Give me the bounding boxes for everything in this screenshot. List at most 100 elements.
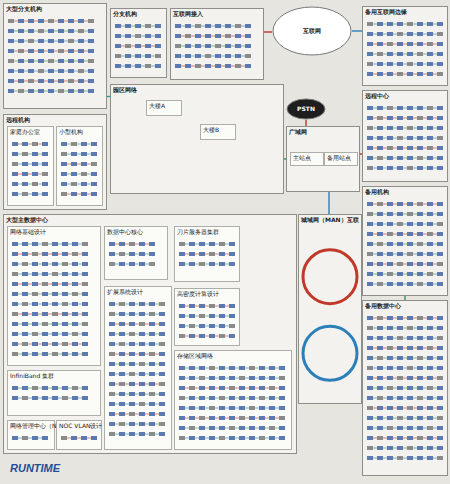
network-device <box>397 156 403 160</box>
network-device <box>22 192 28 196</box>
network-device <box>377 406 383 410</box>
device-icons <box>363 314 447 474</box>
network-device <box>38 29 44 33</box>
network-device <box>71 182 77 186</box>
network-device <box>82 332 88 336</box>
network-device <box>91 182 97 186</box>
network-device <box>185 64 191 68</box>
network-device <box>437 32 443 36</box>
network-device <box>249 396 255 400</box>
network-device <box>42 282 48 286</box>
network-device <box>62 352 68 356</box>
network-device <box>259 386 265 390</box>
network-device <box>407 282 413 286</box>
network-device <box>417 32 423 36</box>
network-device <box>427 42 433 46</box>
network-device <box>12 182 18 186</box>
network-device <box>437 446 443 450</box>
network-device <box>125 34 131 38</box>
network-device <box>209 252 215 256</box>
network-device <box>397 366 403 370</box>
device-icons <box>363 200 447 294</box>
network-device <box>387 156 393 160</box>
network-device <box>189 406 195 410</box>
sub-panel: 网络管理中心（NOC） <box>7 420 55 450</box>
network-device <box>397 436 403 440</box>
network-device <box>427 242 433 246</box>
network-device <box>387 456 393 460</box>
network-device <box>407 416 413 420</box>
network-device <box>225 24 231 28</box>
network-device <box>377 52 383 56</box>
network-device <box>417 22 423 26</box>
network-device <box>417 222 423 226</box>
network-device <box>48 79 54 83</box>
network-device <box>179 334 185 338</box>
panel-title: 大楼B <box>201 125 235 134</box>
wire <box>109 304 165 305</box>
network-device <box>62 272 68 276</box>
network-device <box>139 302 145 306</box>
network-device <box>427 232 433 236</box>
network-device <box>229 366 235 370</box>
network-device <box>387 146 393 150</box>
network-device <box>72 272 78 276</box>
network-device <box>22 162 28 166</box>
wire <box>109 394 165 395</box>
network-device <box>179 262 185 266</box>
network-device <box>149 352 155 356</box>
network-device <box>387 262 393 266</box>
device-icons <box>57 434 101 448</box>
network-device <box>119 312 125 316</box>
network-device <box>279 416 285 420</box>
network-device <box>407 202 413 206</box>
network-device <box>189 386 195 390</box>
network-device <box>72 352 78 356</box>
network-device <box>22 302 28 306</box>
panel-title: 互联网接入 <box>171 9 263 18</box>
wire <box>109 314 165 315</box>
network-device <box>32 262 38 266</box>
network-device <box>12 172 18 176</box>
network-device <box>279 386 285 390</box>
network-device <box>52 292 58 296</box>
network-device <box>48 29 54 33</box>
network-device <box>52 312 58 316</box>
panel-title: NOC VLAN设计 <box>57 421 101 430</box>
network-device <box>229 314 235 318</box>
site-panel: 广域网主站点备用站点 <box>286 126 360 192</box>
network-device <box>61 142 67 146</box>
network-device <box>427 346 433 350</box>
network-device <box>417 326 423 330</box>
network-device <box>129 332 135 336</box>
network-device <box>82 252 88 256</box>
network-device <box>52 396 58 400</box>
network-device <box>437 366 443 370</box>
network-device <box>61 192 67 196</box>
network-device <box>18 19 24 23</box>
network-device <box>367 386 373 390</box>
wire <box>109 364 165 365</box>
network-device <box>387 426 393 430</box>
network-device <box>179 314 185 318</box>
wire <box>109 374 165 375</box>
panel-title: 网络管理中心（NOC） <box>8 421 54 430</box>
network-device <box>8 69 14 73</box>
network-device <box>229 406 235 410</box>
network-device <box>199 416 205 420</box>
panel-title: 刀片服务器集群 <box>175 227 239 236</box>
network-device <box>149 252 155 256</box>
network-device <box>437 222 443 226</box>
network-device <box>119 302 125 306</box>
network-device <box>387 22 393 26</box>
network-device <box>377 42 383 46</box>
network-device <box>239 386 245 390</box>
network-device <box>28 69 34 73</box>
network-device <box>397 336 403 340</box>
device-icons <box>57 140 102 204</box>
network-device <box>437 72 443 76</box>
network-device <box>245 34 251 38</box>
network-device <box>139 262 145 266</box>
network-device <box>109 322 115 326</box>
site-panel: 互联网接入 <box>170 8 264 80</box>
